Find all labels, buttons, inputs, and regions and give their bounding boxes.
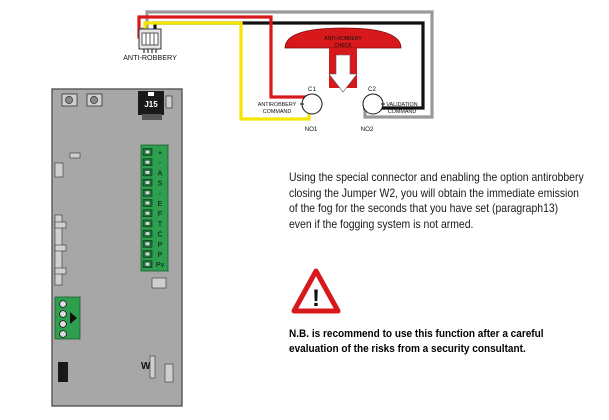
terminal-contact: [145, 221, 150, 225]
terminal-contact: [145, 181, 150, 185]
terminal-contact: [145, 262, 150, 266]
description-line: Using the special connector and enabling…: [289, 171, 584, 184]
description-text: Using the special connector and enabling…: [289, 170, 584, 232]
description-line: closing the Jumper W2, you will obtain t…: [289, 186, 579, 200]
terminal-label: Pv: [156, 262, 165, 269]
left-command-line1: ANTIROBBERY: [258, 102, 297, 108]
anti-robbery-connector: [138, 28, 162, 53]
jumper-j15-label: J15: [144, 100, 158, 109]
connector-label: ANTI-ROBBERY: [123, 53, 177, 62]
right-command-line1: VALIDATION: [386, 102, 417, 108]
description-line: even if the fogging system is not armed.: [289, 217, 474, 231]
terminal-label: +: [158, 150, 162, 157]
down-arrow-icon: [328, 54, 358, 93]
terminal-label: C: [157, 232, 162, 239]
terminal-contact: [145, 201, 150, 205]
anti-robbery-button: [284, 27, 402, 115]
terminal-label: F: [158, 211, 162, 218]
terminal-contact: [145, 211, 150, 215]
terminal-label: E: [158, 201, 163, 208]
no1-label: NO1: [305, 126, 318, 133]
warning-line: evaluation of the risks from a security …: [289, 343, 526, 355]
c2-label: C2: [368, 86, 376, 93]
button-text-line2: CHECK: [334, 43, 352, 49]
c1-label: C1: [308, 86, 316, 93]
button-text-line1: ANTI-ROBBERY: [324, 36, 362, 42]
terminal-contact: [145, 150, 150, 154]
terminal-label: -: [159, 160, 162, 167]
terminal-contact: [145, 242, 150, 246]
left-command-line2: COMMAND: [263, 109, 292, 115]
right-command-line2: COMMAND: [388, 109, 417, 115]
terminal-contact: [145, 170, 150, 174]
terminal-label: A: [158, 170, 163, 177]
terminal-contact: [145, 160, 150, 164]
terminal-label: T: [158, 221, 163, 228]
terminal-label: S: [158, 181, 163, 188]
terminal-contact: [145, 232, 150, 236]
terminal-contact: [145, 252, 150, 256]
terminal-label: -: [159, 191, 162, 198]
description-line: of the fog for the seconds that you have…: [289, 202, 559, 216]
board-top-components: [61, 91, 173, 120]
no2-label: NO2: [361, 126, 374, 133]
terminal-label: P: [158, 242, 163, 249]
terminal-contact: [145, 191, 150, 195]
warning-symbol: !: [312, 285, 320, 312]
left-terminal-block: [54, 296, 81, 340]
warning-icon: !: [291, 268, 341, 314]
jumper-w-label: W: [141, 361, 151, 372]
warning-line: N.B. is recommend to use this function a…: [289, 328, 544, 340]
terminal-label: P: [158, 252, 163, 259]
warning-note: N.B. is recommend to use this function a…: [289, 327, 579, 357]
